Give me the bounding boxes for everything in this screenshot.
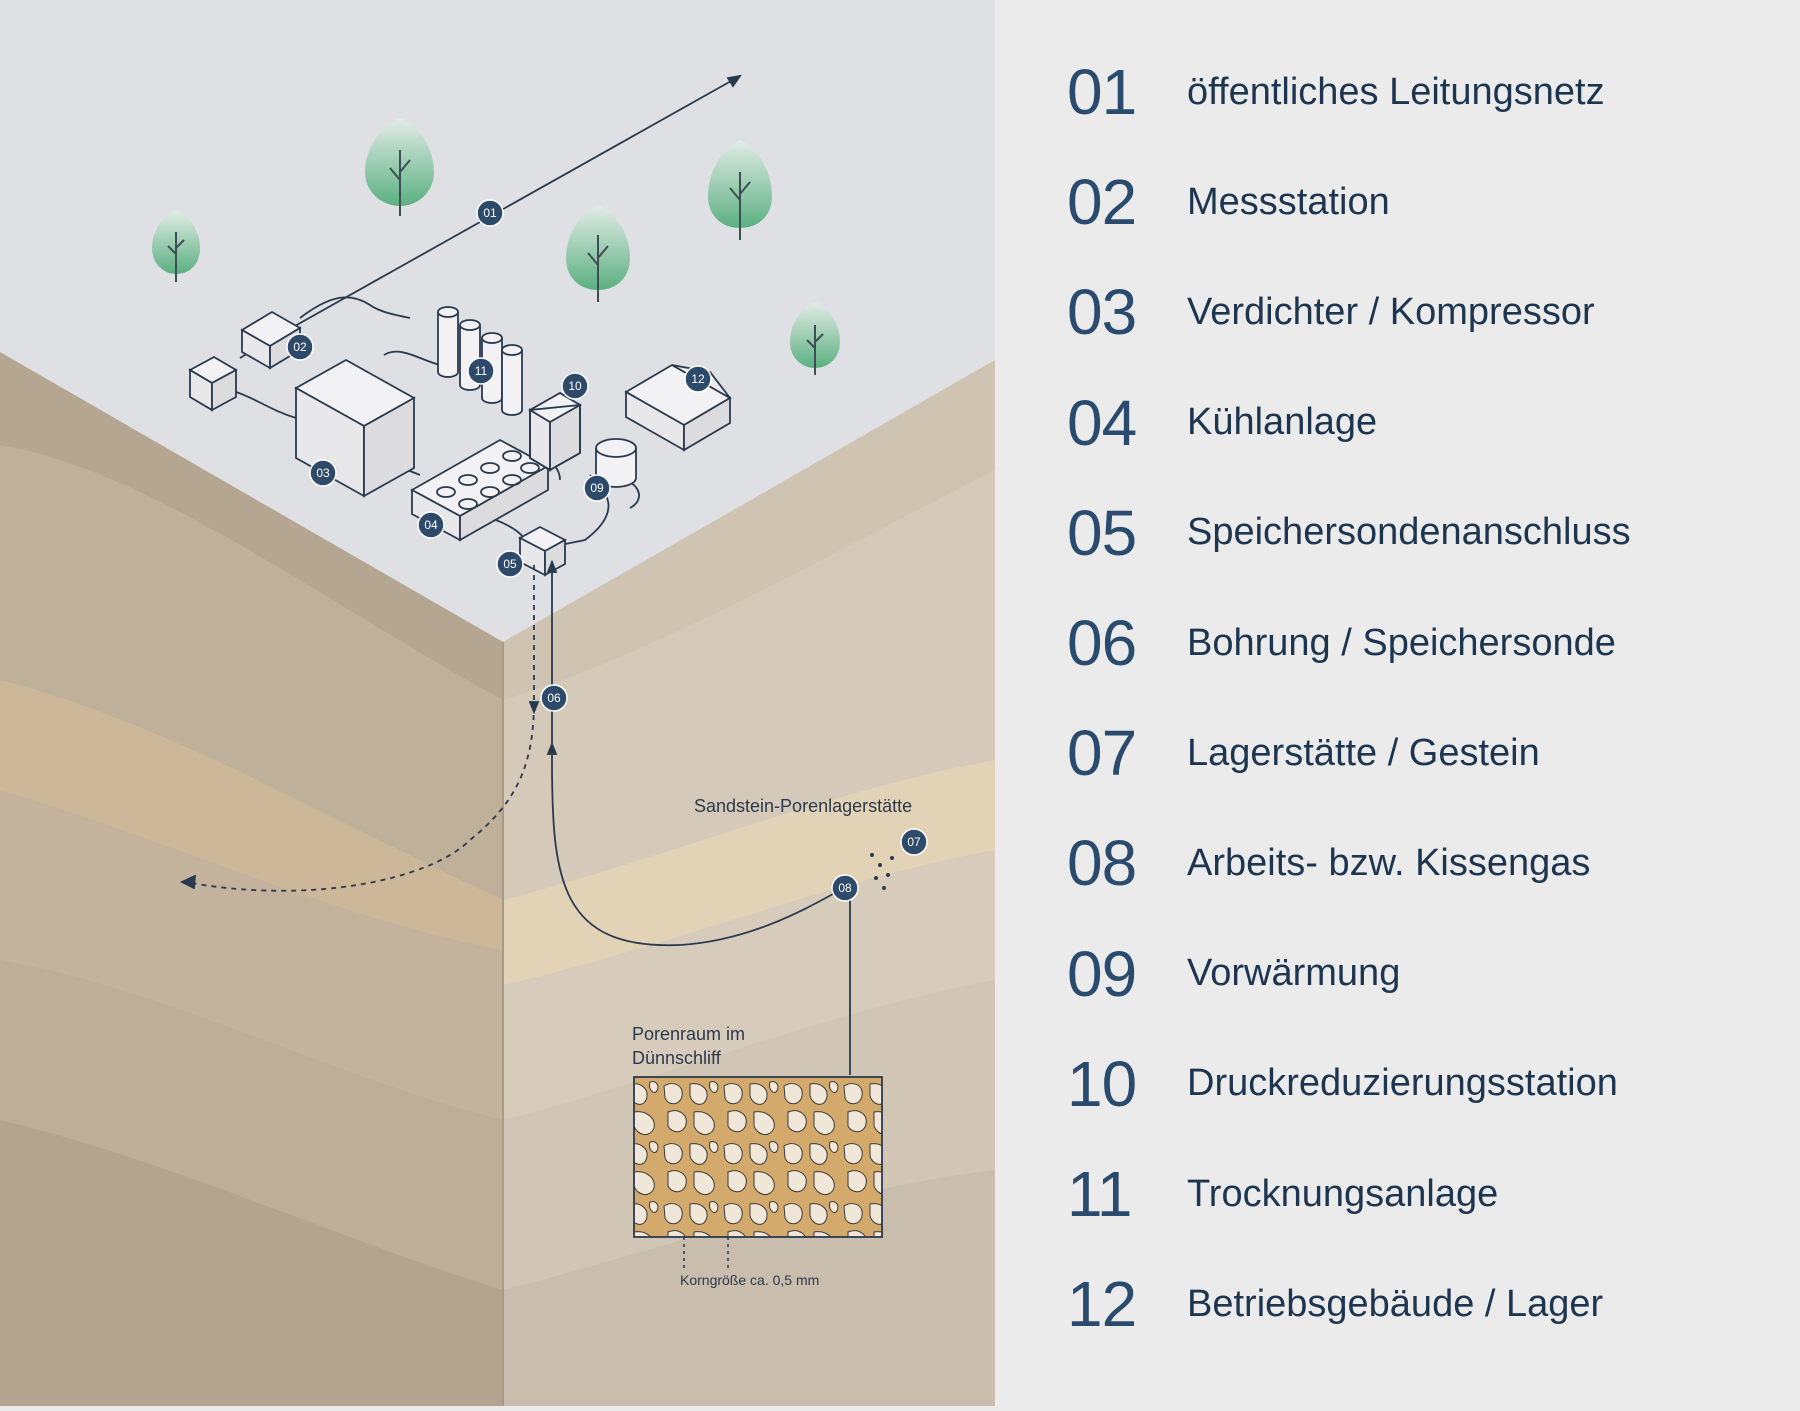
legend-number: 10 (1067, 1047, 1137, 1120)
legend-label: Betriebsgebäude / Lager (1187, 1282, 1604, 1325)
legend-number: 06 (1067, 607, 1137, 679)
legend-item: 03 Verdichter / Kompressor (1067, 272, 1595, 352)
preheater-09 (595, 438, 637, 488)
pressure-station-10 (528, 391, 582, 472)
legend: 01 öffentliches Leitungsnetz 02 Messstation… (995, 0, 1800, 1406)
badge-11: 11 (467, 357, 495, 385)
badge-number: 12 (691, 372, 705, 386)
badge-01: 01 (476, 199, 504, 227)
legend-label: Bohrung / Speichersonde (1187, 621, 1616, 664)
reservoir-label: Sandstein-Porenlagerstätte (694, 796, 912, 816)
legend-item: 10 Druckreduzierungsstation (1067, 1044, 1618, 1124)
badge-number: 04 (424, 518, 438, 532)
legend-label: Verdichter / Kompressor (1187, 290, 1595, 333)
badge-12: 12 (684, 365, 712, 393)
grain-size-markers (683, 1237, 729, 1270)
legend-label: Druckreduzierungsstation (1187, 1062, 1618, 1105)
legend-label: Vorwärmung (1187, 952, 1401, 995)
inset-title-line2: Dünnschliff (632, 1048, 722, 1068)
legend-item: 11 Trocknungsanlage (1067, 1154, 1498, 1234)
legend-label: Kühlanlage (1187, 401, 1378, 444)
legend-item: 09 Vorwärmung (1067, 934, 1400, 1014)
badge-04: 04 (417, 511, 445, 539)
badge-05: 05 (496, 550, 524, 578)
legend-number: 12 (1067, 1268, 1137, 1341)
legend-item: 12 Betriebsgebäude / Lager (1067, 1264, 1603, 1344)
inset-title-line1: Porenraum im (632, 1024, 745, 1044)
badge-08: 08 (831, 874, 859, 902)
legend-item: 02 Messstation (1067, 162, 1390, 242)
grain-size-label: Korngröße ca. 0,5 mm (680, 1272, 819, 1288)
badge-number: 10 (568, 379, 582, 393)
badge-number: 02 (293, 340, 307, 354)
legend-number: 07 (1067, 717, 1137, 790)
badge-layer: 01 02 03 04 05 06 07 08 09 10 11 12 (286, 199, 928, 902)
legend-number: 09 (1067, 937, 1137, 1010)
badge-03: 03 (309, 459, 337, 487)
legend-label: Speichersondenanschluss (1187, 511, 1631, 554)
badge-number: 03 (316, 466, 330, 480)
badge-09: 09 (583, 474, 611, 502)
legend-item: 07 Lagerstätte / Gestein (1067, 713, 1540, 793)
badge-number: 05 (503, 557, 517, 571)
badge-number: 06 (547, 691, 561, 705)
badge-07: 07 (900, 828, 928, 856)
badge-number: 11 (475, 364, 488, 378)
legend-item: 08 Arbeits- bzw. Kissengas (1067, 823, 1590, 903)
badge-number: 07 (907, 835, 921, 849)
compressor-03 (294, 358, 416, 498)
legend-number: 11 (1067, 1158, 1132, 1230)
ground-left-face (0, 352, 503, 1406)
legend-label: Trocknungsanlage (1187, 1172, 1499, 1215)
tree (790, 302, 840, 375)
well-lines (179, 559, 851, 1075)
tree (708, 140, 772, 240)
badge-06: 06 (540, 684, 568, 712)
building-small (188, 355, 238, 412)
legend-label: Arbeits- bzw. Kissengas (1187, 841, 1591, 884)
legend-number: 02 (1067, 166, 1137, 239)
legend-item: 01 öffentliches Leitungsnetz (1067, 52, 1605, 132)
legend-item: 06 Bohrung / Speichersonde (1067, 603, 1616, 683)
legend-number: 01 (1067, 56, 1137, 128)
pore-space-inset (633, 1076, 883, 1238)
tree (566, 205, 630, 302)
gas-dots (870, 853, 894, 890)
legend-label: öffentliches Leitungsnetz (1187, 70, 1605, 113)
storage-diagram: 01 02 03 04 05 06 07 08 09 10 11 12 Sandstein-Poren… (0, 0, 995, 1406)
legend-number: 04 (1067, 386, 1137, 459)
legend-label: Lagerstätte / Gestein (1187, 731, 1540, 774)
legend-number: 08 (1067, 827, 1137, 900)
legend-number: 05 (1067, 496, 1137, 569)
tree (365, 118, 434, 216)
legend-number: 03 (1067, 276, 1137, 349)
tree (152, 210, 200, 282)
badge-02: 02 (286, 333, 314, 361)
badge-10: 10 (561, 372, 589, 400)
legend-label: Messstation (1187, 180, 1390, 223)
badge-number: 09 (590, 481, 604, 495)
legend-item: 04 Kühlanlage (1067, 383, 1377, 463)
legend-item: 05 Speichersondenanschluss (1067, 493, 1631, 573)
badge-number: 01 (483, 206, 497, 220)
badge-number: 08 (838, 881, 852, 895)
